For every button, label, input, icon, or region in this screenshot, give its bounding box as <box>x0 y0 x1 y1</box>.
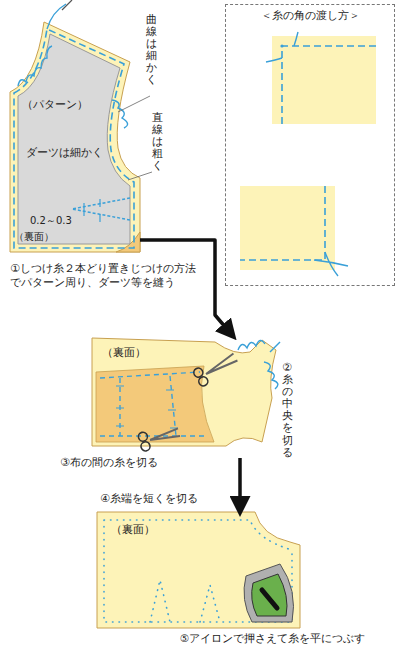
note-text: ダーツは細かく <box>26 146 103 160</box>
corner-thread <box>266 32 298 62</box>
thread-loops <box>18 46 52 86</box>
corner-stitch <box>240 186 325 260</box>
leader-line <box>118 96 150 112</box>
step-caption: ①しつけ糸２本どり置きじつけの方法でパターン周り、ダーツ等を縫う <box>10 262 205 291</box>
step-caption: ⑤アイロンで押さえて糸を平につぶす <box>180 632 365 646</box>
step-caption: ③布の間の糸を切る <box>60 456 158 470</box>
fabric-piece <box>92 338 276 446</box>
needle <box>62 0 72 10</box>
note-text: 直線は粗く <box>152 112 163 172</box>
corner-thread <box>314 252 348 276</box>
pattern-piece: （パターン） <box>10 22 140 252</box>
fabric-square <box>240 186 335 270</box>
leader-line <box>128 172 152 180</box>
fabric-piece <box>10 22 140 252</box>
tacking-stitch <box>14 29 134 248</box>
corner-stitch <box>282 46 376 124</box>
scissors <box>192 349 240 388</box>
dart-stitch <box>72 198 130 220</box>
node-text: （パターン） <box>22 97 88 112</box>
fabric-panel: （裏面） <box>95 510 302 630</box>
side-label: （裏面） <box>14 230 54 243</box>
corner-detail-box: ＜糸の角の渡し方＞ <box>225 4 395 286</box>
tacking-stitch <box>100 372 208 436</box>
scissors <box>137 423 181 452</box>
fabric-panel: （裏面） <box>90 335 278 458</box>
note-text: 曲線は細かく <box>146 14 157 87</box>
dart-ticks <box>84 199 100 222</box>
step-caption: ②糸の中央を切る <box>282 362 293 459</box>
paper-pattern <box>18 34 130 244</box>
thread-tail <box>270 342 280 352</box>
dimension: 0.2～0.3 <box>30 214 72 227</box>
corner-knot <box>280 44 283 47</box>
fabric-piece <box>97 512 300 628</box>
node-text: （裏面） <box>111 522 155 537</box>
node-text: ＜糸の角の渡し方＞ <box>261 8 360 23</box>
iron <box>244 564 294 622</box>
thread-loops <box>112 100 128 128</box>
thread-tufts <box>116 386 178 428</box>
step-caption: ④糸端を短くを切る <box>100 492 198 506</box>
step-arrow <box>238 458 242 510</box>
fabric-square <box>272 36 376 124</box>
thread-tail <box>47 4 66 29</box>
under-layer <box>96 366 214 442</box>
node-text: （裏面） <box>102 345 146 360</box>
thread-loops <box>238 340 278 389</box>
